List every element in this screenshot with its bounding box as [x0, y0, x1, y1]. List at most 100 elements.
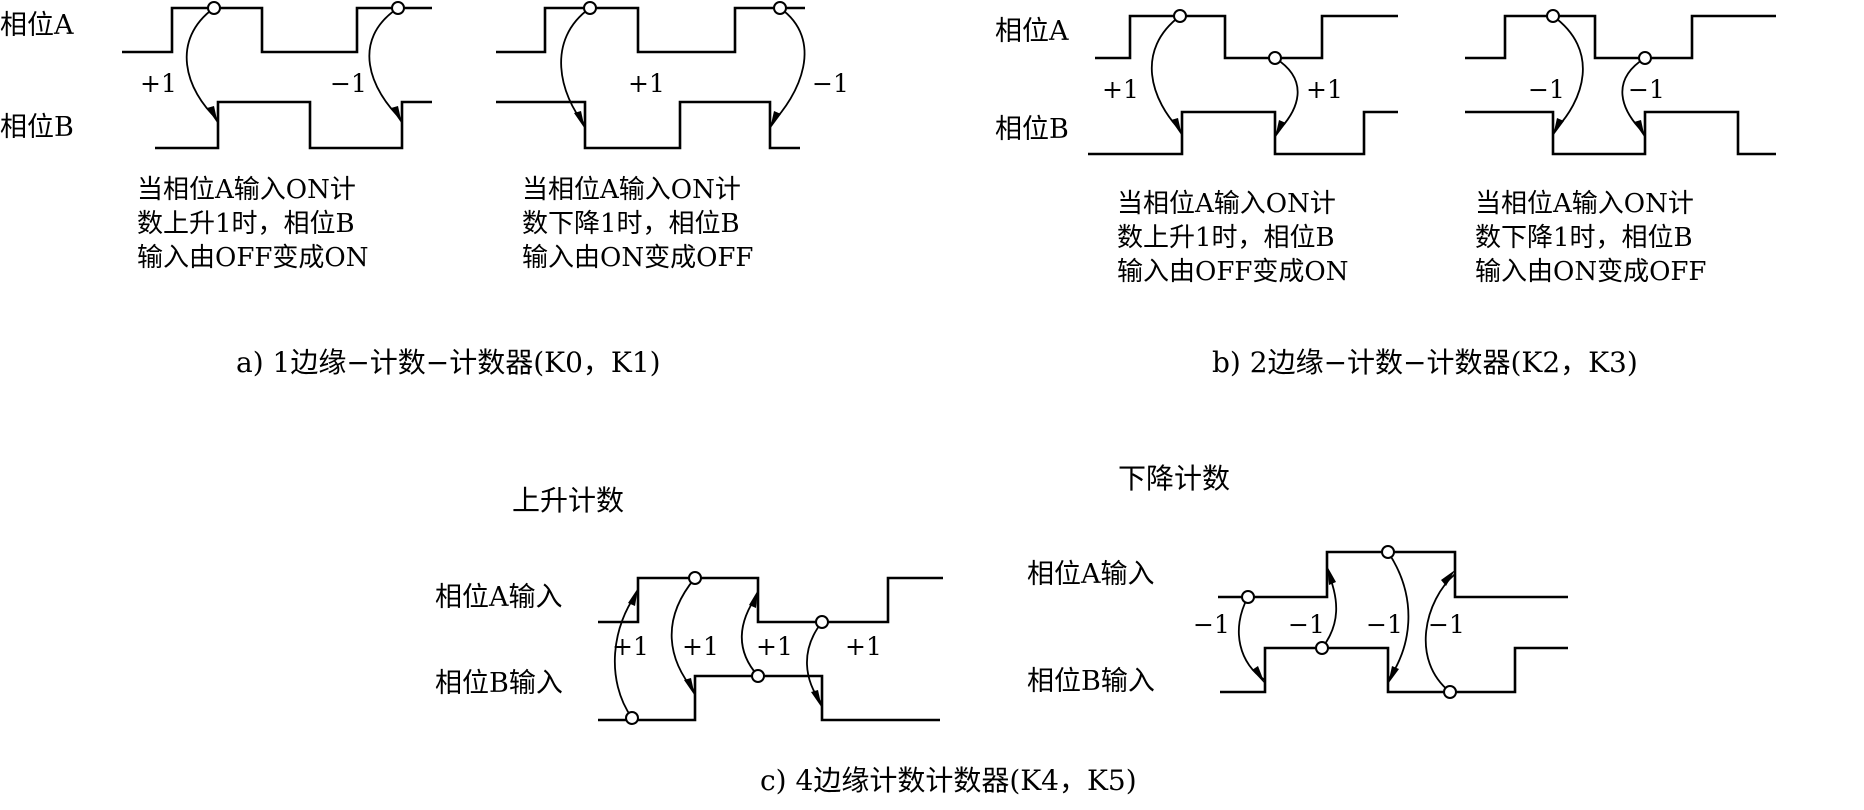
phase-a-label: 相位A	[0, 10, 74, 41]
panel-a: 相位A 相位B +1 −1 当相位A输入ON计 数上升1时，相位B 输入由OFF…	[0, 1, 849, 379]
phase-b-label: 相位B输入	[1027, 666, 1155, 697]
arrow-head	[1171, 118, 1182, 136]
diagram-c1-up-count: 上升计数 相位A输入 相位B输入 +1 +1 +1 +1	[435, 484, 943, 725]
count-arrow	[613, 591, 639, 719]
count-label: −1	[812, 69, 849, 98]
panel-b: 相位A 相位B +1 +1 当相位A输入ON计 数上升1时，相位B 输入由OFF…	[995, 9, 1776, 379]
count-label: +1	[612, 632, 649, 661]
count-label: −1	[1288, 610, 1325, 639]
phase-a-label: 相位A输入	[435, 582, 563, 613]
count-arrow	[185, 7, 219, 121]
phase-b-waveform	[1465, 110, 1776, 156]
phase-b-waveform	[1220, 646, 1568, 694]
count-label: −1	[1366, 610, 1403, 639]
description-line: 数下降1时，相位B	[522, 209, 740, 239]
description-line: 当相位A输入ON计	[137, 175, 356, 205]
arrow-head	[391, 106, 402, 124]
edge-marker	[751, 669, 765, 683]
arrow-head	[574, 111, 585, 129]
count-label: +1	[845, 632, 882, 661]
count-arrow	[769, 7, 806, 126]
arrow-head	[1388, 666, 1399, 684]
arrow-head	[1252, 666, 1265, 684]
phase-b-waveform	[496, 100, 800, 150]
phase-b-waveform	[598, 674, 940, 722]
count-label: +1	[1102, 75, 1139, 104]
count-arrow	[1552, 15, 1584, 133]
count-label: −1	[1193, 610, 1230, 639]
arrow-head	[628, 588, 638, 606]
count-arrow	[1274, 57, 1299, 135]
phase-b-waveform	[1088, 110, 1398, 156]
arrow-head	[1275, 120, 1286, 138]
phase-a-waveform	[496, 6, 805, 54]
phase-a-waveform	[1465, 14, 1776, 60]
phase-b-label: 相位B	[995, 114, 1069, 145]
count-label: +1	[140, 69, 177, 98]
description-line: 当相位A输入ON计	[1117, 189, 1336, 219]
phase-a-waveform	[598, 576, 943, 624]
count-label: +1	[628, 69, 665, 98]
description-line: 输入由ON变成OFF	[522, 243, 753, 273]
edge-marker	[688, 571, 702, 585]
description-line: 当相位A输入ON计	[522, 175, 741, 205]
count-label: −1	[1628, 75, 1665, 104]
count-label: −1	[1428, 610, 1465, 639]
description-line: 数上升1时，相位B	[137, 209, 355, 239]
arrow-head	[749, 590, 758, 608]
count-arrow	[1150, 15, 1183, 133]
count-label: +1	[756, 632, 793, 661]
edge-marker	[207, 1, 221, 15]
arrow-head	[770, 111, 781, 129]
edge-marker	[1268, 51, 1282, 65]
count-label: −1	[330, 69, 367, 98]
edge-marker	[815, 615, 829, 629]
count-arrow	[368, 7, 403, 121]
description-line: 输入由OFF变成ON	[137, 243, 368, 273]
edge-marker	[391, 1, 405, 15]
edge-marker	[1546, 9, 1560, 23]
diagram-a2: +1 −1 当相位A输入ON计 数下降1时，相位B 输入由ON变成OFF	[496, 1, 849, 273]
description-line: 当相位A输入ON计	[1475, 189, 1694, 219]
count-label: +1	[1306, 75, 1343, 104]
phase-a-label: 相位A	[995, 16, 1069, 47]
diagram-a1: 相位A 相位B +1 −1 当相位A输入ON计 数上升1时，相位B 输入由OFF…	[0, 1, 432, 273]
diagram-c2-down-count: 下降计数 相位A输入 相位B输入 −1 −1 −1 −1	[1027, 462, 1568, 699]
edge-marker	[1638, 51, 1652, 65]
edge-marker	[773, 1, 787, 15]
phase-a-waveform	[1095, 14, 1398, 60]
panel-caption: a) 1边缘−计数−计数器(K0，K1)	[236, 346, 661, 379]
edge-marker	[1241, 590, 1255, 604]
edge-marker	[1381, 545, 1395, 559]
description-line: 数上升1时，相位B	[1117, 223, 1335, 253]
diagram-title: 上升计数	[512, 484, 624, 517]
count-label: −1	[1528, 75, 1565, 104]
diagram-b2: −1 −1 当相位A输入ON计 数下降1时，相位B 输入由ON变成OFF	[1465, 9, 1776, 287]
diagram-title: 下降计数	[1118, 462, 1230, 495]
arrow-head	[1441, 570, 1455, 586]
edge-marker	[583, 1, 597, 15]
phase-b-label: 相位B输入	[435, 668, 563, 699]
phase-b-waveform	[155, 100, 432, 150]
arrow-head	[207, 106, 218, 124]
edge-marker	[625, 711, 639, 725]
description-line: 输入由OFF变成ON	[1117, 257, 1348, 287]
phase-a-waveform	[122, 6, 432, 54]
edge-marker	[1443, 685, 1457, 699]
arrow-head	[1634, 120, 1645, 138]
description-line: 数下降1时，相位B	[1475, 223, 1693, 253]
count-label: +1	[682, 632, 719, 661]
phase-b-label: 相位B	[0, 112, 74, 143]
diagram-b1: 相位A 相位B +1 +1 当相位A输入ON计 数上升1时，相位B 输入由OFF…	[995, 9, 1398, 287]
edge-marker	[1315, 641, 1329, 655]
arrow-head	[1553, 118, 1564, 136]
phase-a-label: 相位A输入	[1027, 559, 1155, 590]
panel-caption: c) 4边缘计数计数器(K4，K5)	[760, 764, 1137, 797]
edge-marker	[1173, 9, 1187, 23]
arrow-head	[1327, 566, 1336, 585]
arrow-head	[684, 678, 695, 696]
count-arrow	[1237, 596, 1266, 681]
panel-caption: b) 2边缘−计数−计数器(K2，K3)	[1212, 346, 1638, 379]
description-line: 输入由ON变成OFF	[1475, 257, 1706, 287]
